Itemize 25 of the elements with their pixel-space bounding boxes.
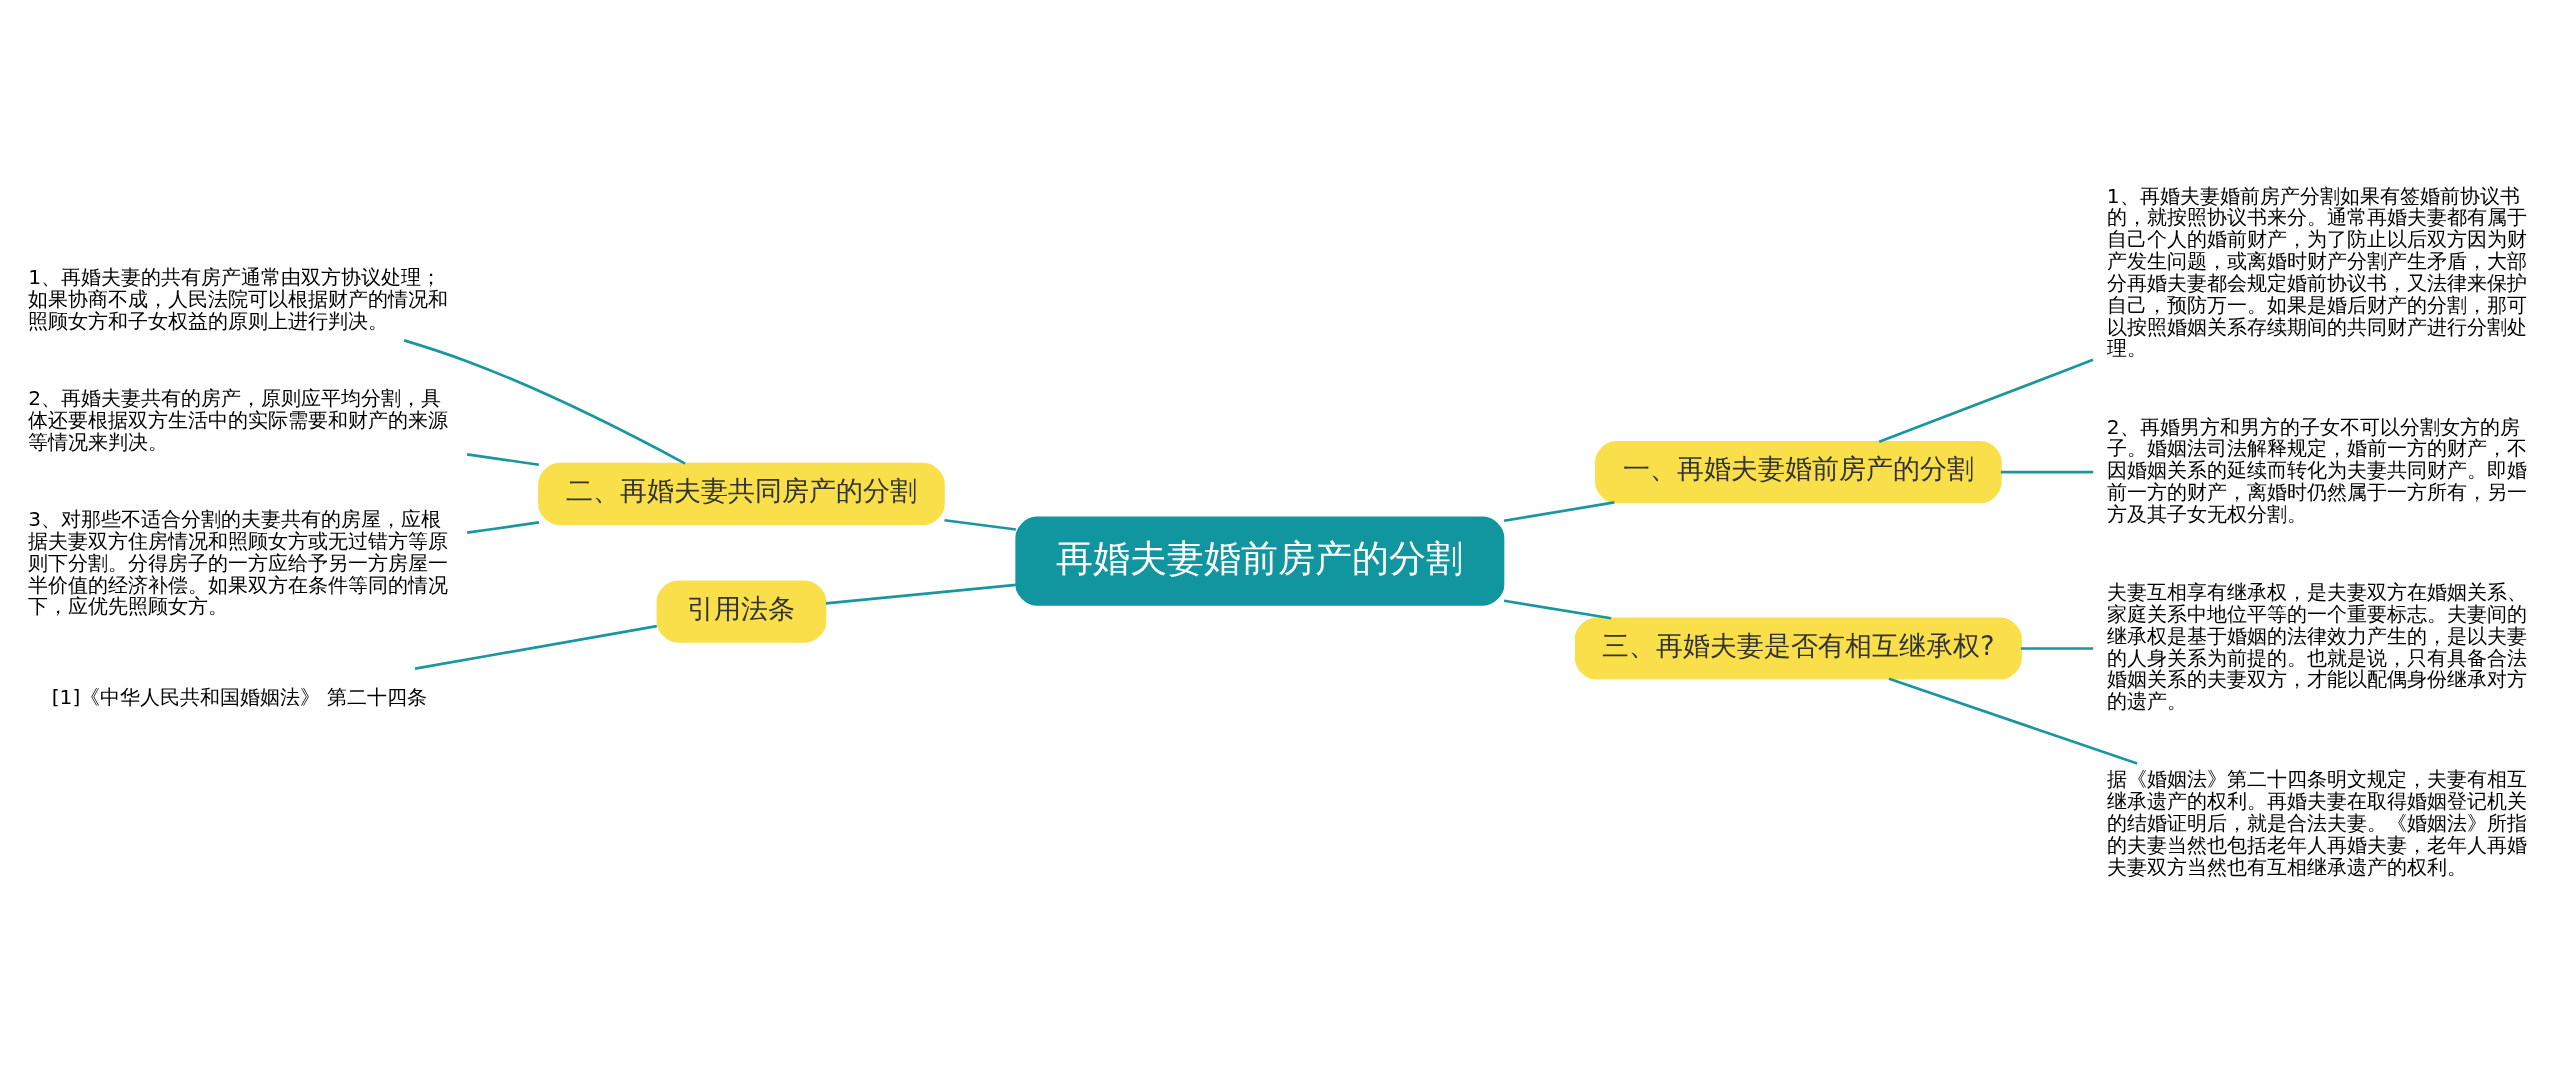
connector (414, 624, 658, 670)
connector (466, 521, 540, 534)
connector (1503, 501, 1615, 523)
node-box: 三、再婚夫妻是否有相互继承权? (1574, 617, 2022, 680)
connector (1503, 599, 1612, 620)
node-text: 1、再婚夫妻的共有房产通常由双方协议处理；如果协商不成，人民法院可以根据财产的情况和照顾女方和子女权益的原则上进行判决。 (28, 265, 449, 333)
node-box: 引用法条 (656, 580, 827, 643)
node-text: [1]《中华人民共和国婚姻法》 第二十四条 (51, 685, 427, 710)
node-text: 2、再婚男方和男方的子女不可以分割女方的房子。婚姻法司法解释规定，婚前一方的财产，不因婚姻关系的延续而转化为夫妻共同财产。即婚前一方的财产，离婚时仍然属于一方所有，另一方及其子女无权分割。 (2106, 414, 2527, 526)
connector (1878, 358, 2094, 443)
connector (466, 452, 540, 467)
connector (944, 518, 1017, 531)
connector (1888, 677, 2138, 765)
node-text: 据《婚姻法》第二十四条明文规定，夫妻有相互继承遗产的权利。再婚夫妻在取得婚姻登记机关的结婚证明后，就是合法夫妻。《婚姻法》所指的夫妻当然也包括老年人再婚夫妻，老年人再婚夫妻双方当然也有互相继承遗产的权利。 (2106, 767, 2527, 879)
node-text: 夫妻互相享有继承权，是夫妻双方在婚姻关系、家庭关系中地位平等的一个重要标志。夫妻间的继承权是基于婚姻的法律效力产生的，是以夫妻的人身关系为前提的。也就是说，只有具备合法婚姻关系的夫妻双方，才能以配偶身份继承对方的遗产。 (2106, 580, 2527, 714)
node-text: 2、再婚夫妻共有的房产，原则应平均分割，具体还要根据双方生活中的实际需要和财产的来源等情况来判决。 (28, 386, 449, 454)
connector (2000, 470, 2094, 474)
node-box: 一、再婚夫妻婚前房产的分割 (1595, 441, 2002, 504)
node-text: 3、对那些不适合分割的夫妻共有的房屋，应根据夫妻双方住房情况和照顾女方或无过错方等原则下分割。分得房子的一方应给予另一方房屋一半价值的经济补偿。如果双方在条件等同的情况下，应优先照顾女方。 (28, 507, 449, 619)
connector (825, 583, 1017, 605)
connector (403, 339, 686, 465)
node-text: 1、再婚夫妻婚前房产分割如果有签婚前协议书的，就按照协议书来分。通常再婚夫妻都有属于自己个人的婚前财产，为了防止以后双方因为财产发生问题，或离婚时财产分割产生矛盾，大部分再婚夫妻都会规定婚前协议书，又法律来保护自己，预防万一。如果是婚后财产的分割，那可以按照婚姻关系存续期间的共同财产进行分割处理。 (2106, 183, 2527, 361)
node-box: 二、再婚夫妻共同房产的分割 (538, 462, 945, 525)
node-box: 再婚夫妻婚前房产的分割 (1015, 516, 1505, 606)
connector (2021, 647, 2094, 650)
